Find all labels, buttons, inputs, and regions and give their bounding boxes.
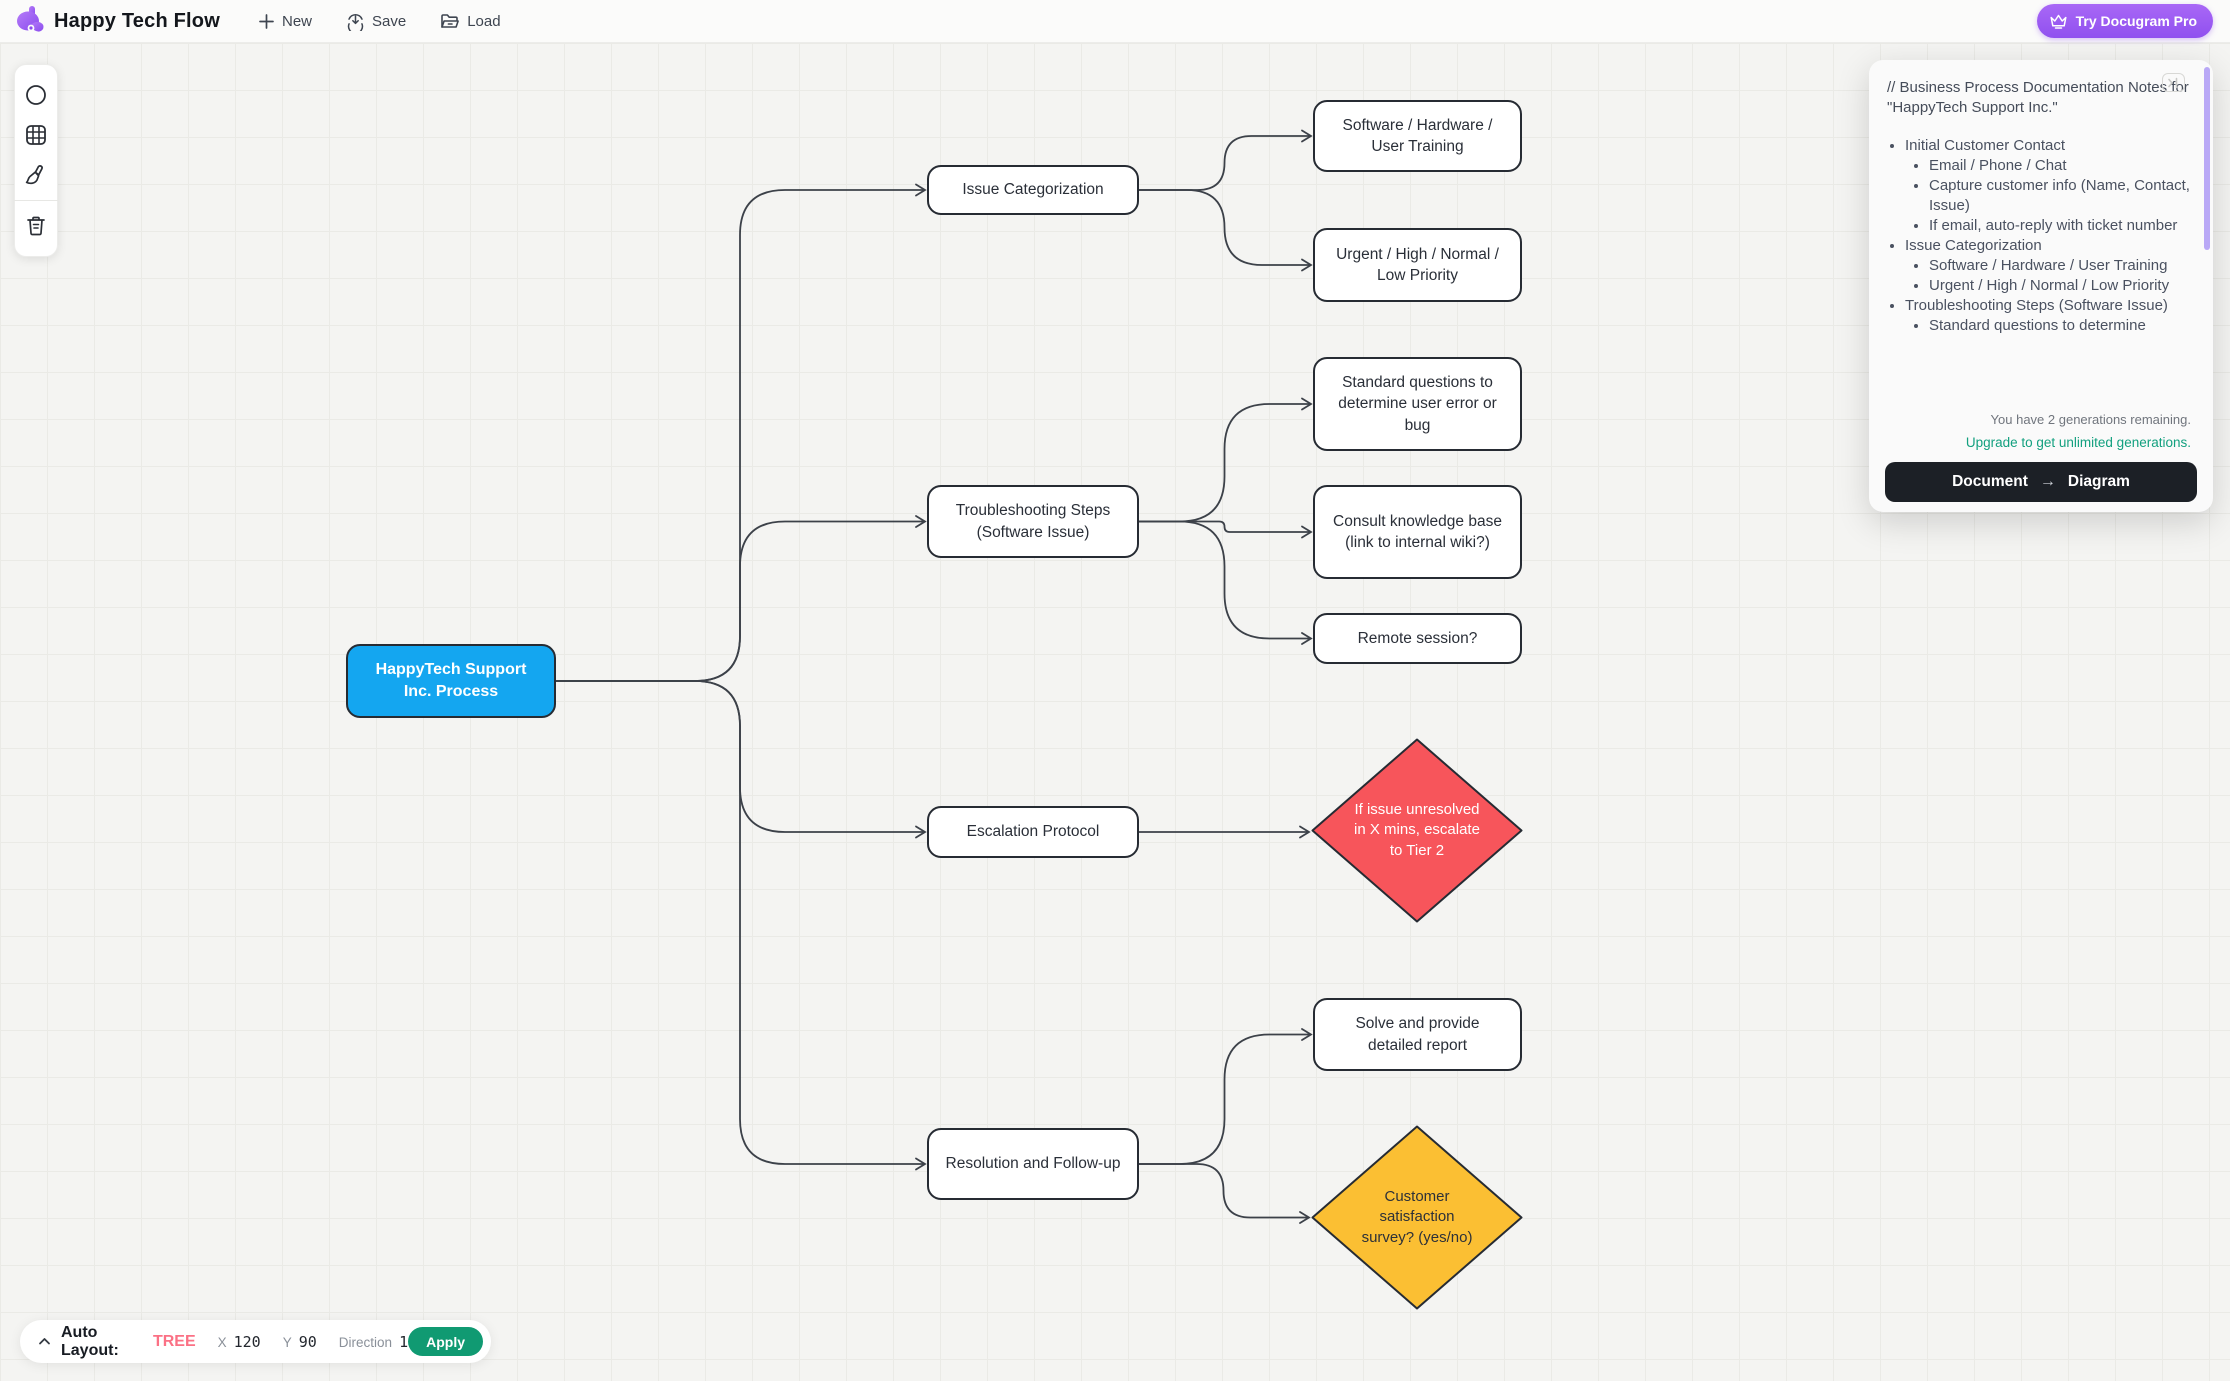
diagram-node-survey[interactable]: Customer satisfaction survey? (yes/no): [1311, 1125, 1523, 1310]
generations-remaining-note: You have 2 generations remaining.: [1990, 412, 2191, 427]
panel-collapse-icon: [2168, 77, 2178, 88]
node-label: Software / Hardware / User Training: [1342, 116, 1493, 155]
save-icon: [347, 13, 364, 31]
node-label: Escalation Protocol: [966, 823, 1100, 841]
edge-issue-sw: [1139, 129, 1313, 191]
diagram-node-remote[interactable]: Remote session?: [1313, 613, 1522, 664]
crown-icon: [2050, 14, 2067, 29]
x-spacing-input[interactable]: 120: [233, 1332, 261, 1351]
edge-ts-kb: [1139, 520, 1313, 539]
trash-icon: [27, 216, 45, 236]
load-button[interactable]: Load: [440, 12, 501, 30]
header: Happy Tech Flow New Save Load Try Docugr…: [0, 0, 2230, 43]
document-to-diagram-button[interactable]: Document → Diagram: [1885, 462, 2197, 502]
node-label: Consult knowledge base (link to internal…: [1333, 512, 1502, 551]
chevron-up-icon: [39, 1338, 50, 1345]
toolbar-divider: [14, 200, 58, 201]
doc-sub-bullet-item: Capture customer info (Name, Contact, Is…: [1929, 176, 2193, 216]
diagram-node-sw[interactable]: Software / Hardware / User Training: [1313, 100, 1522, 172]
try-pro-label: Try Docugram Pro: [2075, 13, 2197, 29]
node-label: Resolution and Follow-up: [945, 1155, 1121, 1173]
layout-mode-value[interactable]: TREE: [152, 1332, 196, 1350]
diagram-node-stdq[interactable]: Standard questions to determine user err…: [1313, 357, 1522, 451]
diagram-node-urgent[interactable]: Urgent / High / Normal / Low Priority: [1313, 228, 1522, 302]
edge-ts-remote: [1139, 520, 1313, 645]
node-label: HappyTech Support Inc. Process: [375, 660, 527, 700]
diagram-node-root[interactable]: HappyTech Support Inc. Process: [346, 644, 556, 718]
y-spacing-label: Y: [282, 1334, 292, 1350]
doc-sub-bullet-item: Urgent / High / Normal / Low Priority: [1929, 276, 2193, 296]
auto-layout-label: Auto Layout:: [61, 1323, 119, 1359]
cta-to-label: Diagram: [2067, 473, 2130, 490]
direction-label: Direction: [338, 1334, 393, 1350]
edge-res-survey: [1139, 1163, 1311, 1224]
circle-tool-button[interactable]: [19, 78, 53, 112]
node-label: Solve and provide detailed report: [1355, 1015, 1480, 1054]
save-button-label: Save: [372, 12, 407, 30]
doc-sub-bullet-item: Standard questions to determine: [1929, 316, 2193, 336]
edge-issue-urgent: [1139, 189, 1313, 272]
plus-icon: [259, 13, 274, 29]
diagram-node-res[interactable]: Resolution and Follow-up: [927, 1128, 1139, 1200]
panel-scrollbar[interactable]: [2204, 67, 2210, 250]
diamond-shape: [1311, 1125, 1523, 1310]
save-button[interactable]: Save: [346, 12, 406, 31]
apply-layout-button[interactable]: Apply: [408, 1327, 483, 1356]
panel-collapse-button[interactable]: [2162, 73, 2185, 92]
diagram-node-solve[interactable]: Solve and provide detailed report: [1313, 998, 1522, 1071]
brush-tool-button[interactable]: [19, 158, 53, 192]
node-label: If issue unresolved in X mins, escalate …: [1354, 801, 1480, 859]
grid-icon: [26, 125, 46, 145]
diagram-node-kb[interactable]: Consult knowledge base (link to internal…: [1313, 485, 1522, 579]
x-spacing-label: X: [217, 1334, 227, 1350]
brush-icon: [25, 165, 43, 185]
cta-from-label: Document: [1952, 473, 2028, 490]
upgrade-link[interactable]: Upgrade to get unlimited generations.: [1965, 435, 2191, 450]
collapse-layout-bar-button[interactable]: [38, 1337, 51, 1346]
try-pro-button[interactable]: Try Docugram Pro: [2036, 4, 2213, 38]
node-label: Troubleshooting Steps (Software Issue): [955, 502, 1111, 541]
node-label: Standard questions to determine user err…: [1338, 373, 1497, 434]
arrow-right-icon: →: [2039, 473, 2056, 490]
document-title: // Business Process Documentation Notes …: [1887, 79, 2189, 116]
node-label: Issue Categorization: [962, 181, 1104, 199]
node-label: Urgent / High / Normal / Low Priority: [1336, 245, 1499, 284]
diagram-node-tier2[interactable]: If issue unresolved in X mins, escalate …: [1311, 738, 1523, 923]
auto-layout-bar: Auto Layout: TREE X 120 Y 90 Direction 1…: [20, 1320, 491, 1363]
doc-bullet-list: Initial Customer ContactEmail / Phone / …: [1887, 136, 2193, 336]
doc-bullet-item: Troubleshooting Steps (Software Issue)St…: [1905, 296, 2193, 336]
diagram-node-ts[interactable]: Troubleshooting Steps (Software Issue): [927, 485, 1139, 558]
circle-icon: [26, 85, 46, 105]
doc-sub-bullet-item: Software / Hardware / User Training: [1929, 256, 2193, 276]
grid-tool-button[interactable]: [19, 118, 53, 152]
document-panel: // Business Process Documentation Notes …: [1869, 60, 2213, 512]
edge-res-solve: [1139, 1028, 1313, 1165]
diagram-node-esc[interactable]: Escalation Protocol: [927, 806, 1139, 858]
new-button-label: New: [281, 12, 312, 30]
shape-toolbar: [14, 64, 58, 257]
load-button-label: Load: [467, 12, 501, 30]
doc-bullet-item: Initial Customer ContactEmail / Phone / …: [1905, 136, 2193, 236]
direction-input[interactable]: 1: [399, 1332, 409, 1351]
diagram-canvas[interactable]: HappyTech Support Inc. Process Issue Cate…: [0, 43, 2230, 1381]
doc-sub-bullet-item: If email, auto-reply with ticket number: [1929, 216, 2193, 236]
edge-root-ts: [556, 515, 927, 682]
app-title: Happy Tech Flow: [54, 9, 220, 32]
edge-root-res: [556, 680, 927, 1171]
edge-ts-stdq: [1139, 397, 1313, 523]
folder-open-icon: [441, 14, 460, 28]
node-label: Customer satisfaction survey? (yes/no): [1361, 1188, 1473, 1246]
app-logo-icon: [17, 6, 44, 32]
diagram-node-issue[interactable]: Issue Categorization: [927, 165, 1139, 215]
document-text-area[interactable]: // Business Process Documentation Notes …: [1887, 78, 2193, 462]
doc-sub-bullet-item: Email / Phone / Chat: [1929, 156, 2193, 176]
delete-tool-button[interactable]: [19, 209, 53, 243]
diamond-shape: [1311, 738, 1523, 923]
y-spacing-input[interactable]: 90: [298, 1332, 317, 1351]
node-label: Remote session?: [1357, 629, 1478, 647]
new-button[interactable]: New: [258, 13, 312, 30]
